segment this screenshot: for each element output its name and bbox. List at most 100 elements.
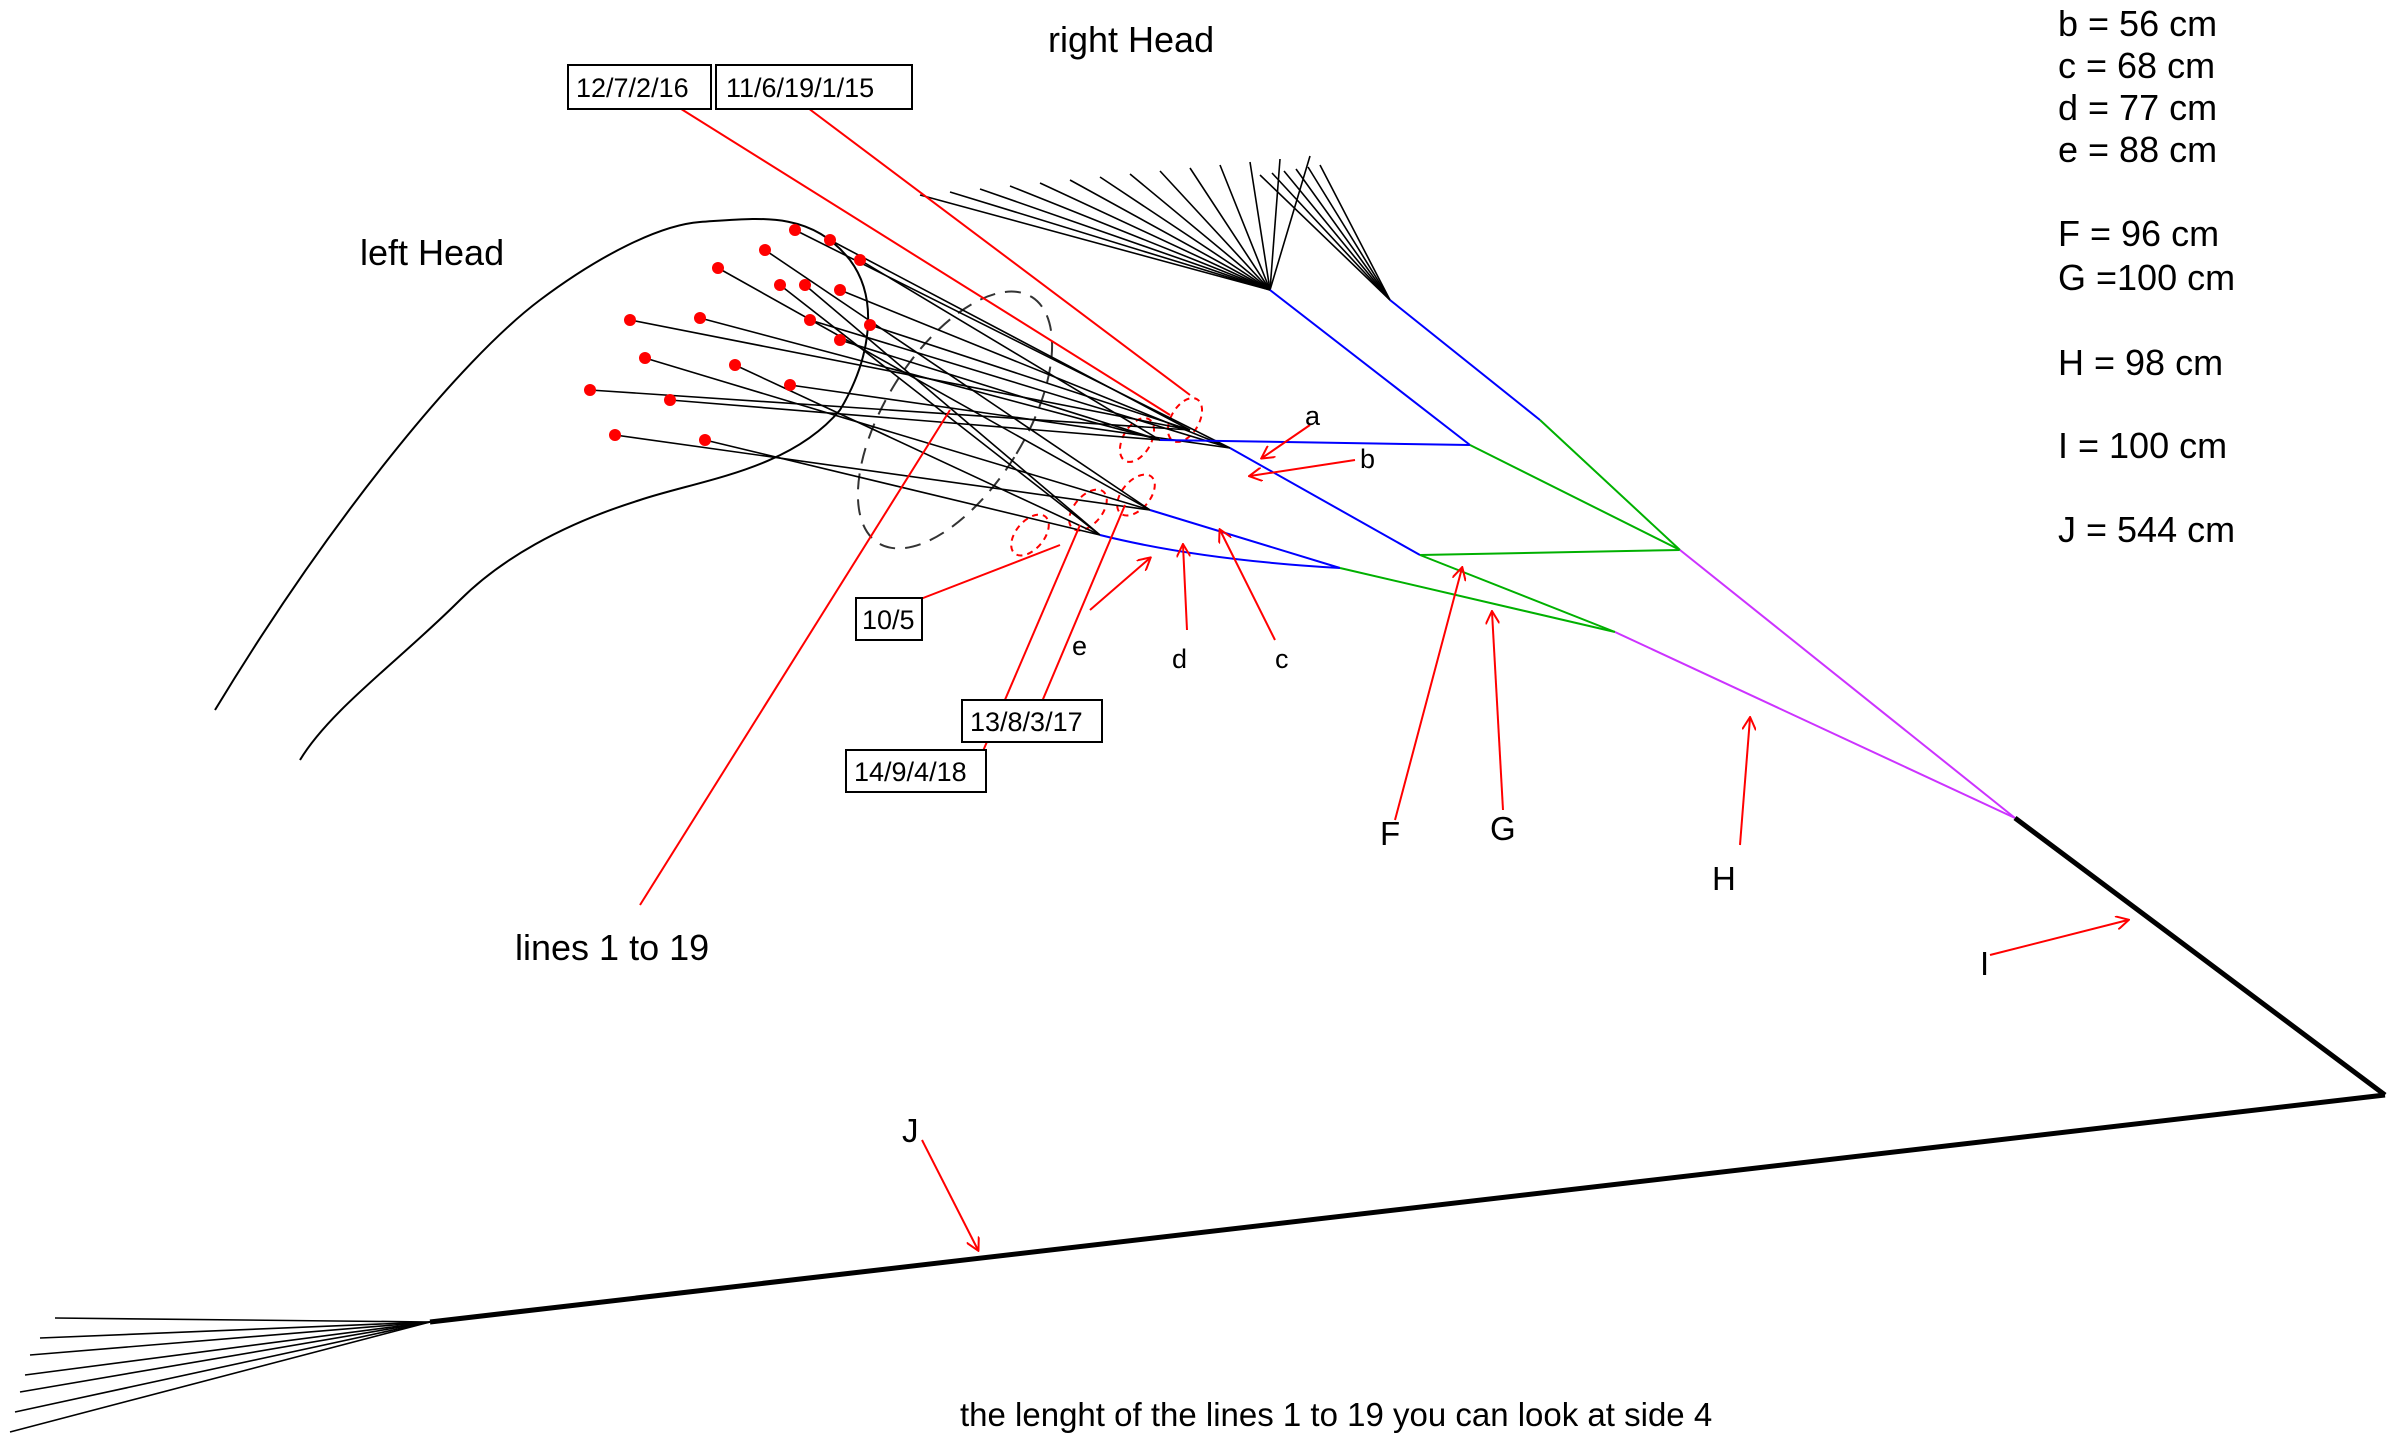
footer-note: the lenght of the lines 1 to 19 you can … [960, 1396, 1712, 1433]
box-label-1: 12/7/2/16 [576, 73, 689, 103]
attachment-point [694, 312, 706, 324]
rigging-line [779, 284, 1101, 536]
measure-c: c = 68 cm [2058, 45, 2215, 86]
right-head-line [1219, 164, 1271, 291]
attachment-point [624, 314, 636, 326]
box-label-2: 11/6/19/1/15 [726, 73, 874, 103]
rigging-line [794, 229, 1231, 449]
rigging-line [859, 259, 1161, 441]
attachment-point [864, 319, 876, 331]
right-head-line [1283, 170, 1391, 301]
violet-lines [1614, 549, 2016, 819]
box-10-5: 10/5 [855, 597, 923, 641]
label-I: I [1980, 945, 1989, 982]
attachment-point [804, 314, 816, 326]
attachment-point [584, 384, 596, 396]
attachment-point [759, 244, 771, 256]
rigging-line [734, 364, 1101, 536]
main-triangle [429, 815, 2387, 1325]
right-head-lines [919, 155, 1391, 301]
right-head-line [1009, 185, 1271, 291]
right-head-line [1069, 179, 1271, 291]
lower-left-lines [9, 1317, 431, 1433]
right-head-line [1319, 164, 1391, 301]
arrow-lines [921, 424, 2128, 1250]
label-F: F [1380, 815, 1400, 852]
right-head-line [1259, 174, 1391, 301]
rigging-line [614, 434, 1151, 511]
right-head-line [1099, 176, 1271, 291]
left-head-outline [214, 218, 870, 761]
label-G: G [1490, 810, 1516, 847]
attachment-point [639, 352, 651, 364]
box-11-6-19-1-15: 11/6/19/1/15 [715, 64, 913, 110]
lower-left-line [54, 1317, 431, 1323]
attachment-point [712, 262, 724, 274]
measure-b: b = 56 cm [2058, 3, 2217, 44]
rigging-line [839, 339, 1161, 441]
rigging-line [809, 319, 1231, 449]
label-J: J [902, 1112, 919, 1149]
lower-left-line [19, 1321, 431, 1393]
rigging-lines-1-19 [589, 229, 1231, 536]
right-head-title: right Head [1048, 19, 1214, 60]
rigging-line [764, 249, 1151, 511]
measure-d: d = 77 cm [2058, 87, 2217, 128]
box-label-4: 13/8/3/17 [970, 707, 1083, 737]
green-lines [1339, 419, 1681, 633]
blue-lines [1099, 289, 1541, 569]
rigging-line [804, 284, 1101, 536]
lower-left-line [24, 1321, 431, 1376]
attachment-point [699, 434, 711, 446]
rigging-line [629, 319, 1191, 431]
right-head-line [1189, 167, 1271, 291]
box-13-8-3-17: 13/8/3/17 [961, 699, 1103, 743]
attachment-point [834, 284, 846, 296]
attachment-point [609, 429, 621, 441]
label-a: a [1305, 401, 1321, 431]
rigging-line [789, 384, 1231, 449]
rigging-line [589, 389, 1191, 431]
lower-left-line [29, 1321, 431, 1356]
attachment-point [854, 254, 866, 266]
attachment-point [664, 394, 676, 406]
measure-J: J = 544 cm [2058, 509, 2235, 550]
attachment-point [824, 234, 836, 246]
attachment-point [784, 379, 796, 391]
right-head-line [1129, 173, 1271, 291]
right-head-line [1269, 158, 1281, 291]
attachment-point [774, 279, 786, 291]
measure-H: H = 98 cm [2058, 342, 2223, 383]
rigging-line [699, 317, 1161, 441]
measure-G: G =100 cm [2058, 257, 2235, 298]
rigging-line [869, 324, 1191, 431]
rigging-line [829, 239, 1191, 431]
measure-e: e = 88 cm [2058, 129, 2217, 170]
right-head-line [1039, 182, 1271, 291]
box-label-3: 10/5 [862, 605, 915, 635]
attachment-points [584, 224, 876, 446]
attachment-point [729, 359, 741, 371]
lower-left-line [9, 1321, 431, 1433]
measure-F: F = 96 cm [2058, 213, 2219, 254]
rigging-line [669, 399, 1161, 441]
right-head-line [1249, 161, 1271, 291]
right-head-line [949, 191, 1271, 291]
right-head-line [919, 194, 1271, 291]
label-d: d [1172, 644, 1187, 674]
left-head-title: left Head [360, 232, 504, 273]
attachment-point [834, 334, 846, 346]
label-e: e [1072, 631, 1087, 661]
label-b: b [1360, 444, 1375, 474]
right-head-line [1307, 166, 1391, 301]
box-label-5: 14/9/4/18 [854, 757, 967, 787]
right-head-line [1269, 155, 1311, 291]
rigging-line [644, 357, 1151, 511]
lower-left-line [14, 1321, 431, 1413]
attachment-point [799, 279, 811, 291]
right-head-line [1295, 168, 1391, 301]
lines-label: lines 1 to 19 [515, 927, 709, 968]
label-c: c [1275, 644, 1289, 674]
right-head-line [1159, 170, 1271, 291]
